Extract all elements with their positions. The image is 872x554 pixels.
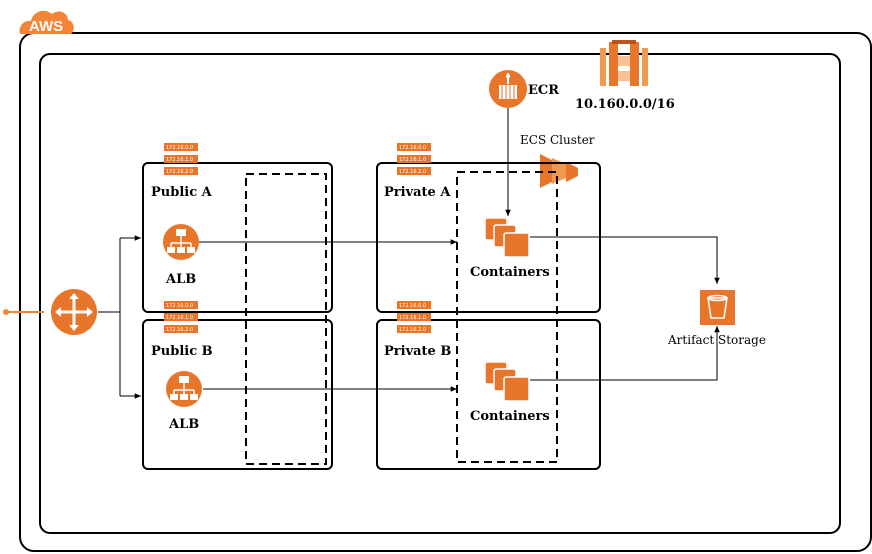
- connectors: [8, 108, 720, 399]
- alb-group-dashed: [245, 173, 327, 465]
- ecr-icon: [489, 70, 527, 108]
- aws-badge-label: AWS: [29, 18, 63, 35]
- svg-text:172.16.0.0: 172.16.0.0: [399, 145, 426, 151]
- aws-cloud-boundary: [19, 32, 872, 552]
- internet-endpoint-icon: [3, 309, 9, 315]
- alb-a-label: ALB: [165, 272, 196, 287]
- ecs-cluster-label: ECS Cluster: [520, 133, 595, 147]
- svg-text:172.16.0.0: 172.16.0.0: [399, 303, 426, 309]
- svg-text:172.16.1.0: 172.16.1.0: [166, 315, 193, 321]
- artifact-storage-label: Artifact Storage: [667, 333, 766, 347]
- containers-icon: [484, 217, 530, 258]
- svg-text:172.16.0.0: 172.16.0.0: [166, 303, 193, 309]
- containers-icon: [484, 361, 530, 402]
- s3-bucket-icon: [700, 290, 735, 325]
- alb-b-label: ALB: [168, 417, 199, 432]
- containers-a-label: Containers: [470, 265, 550, 280]
- svg-text:172.16.1.0: 172.16.1.0: [399, 315, 426, 321]
- ecs-cluster-icon: [540, 154, 578, 188]
- load-balancer-icon: [166, 371, 202, 407]
- private-b-label: Private B: [384, 344, 451, 359]
- private-a-label: Private A: [384, 185, 451, 200]
- subnet-private-b: [376, 319, 601, 470]
- svg-text:172.16.2.0: 172.16.2.0: [399, 169, 426, 175]
- route-table-icon: 172.16.0.0 172.16.1.0 172.16.2.0: [397, 143, 431, 175]
- svg-text:172.16.2.0: 172.16.2.0: [166, 327, 193, 333]
- route-table-icon: 172.16.0.0 172.16.1.0 172.16.2.0: [164, 143, 198, 175]
- subnet-public-a: [142, 162, 333, 313]
- subnet-public-b: [142, 319, 333, 470]
- public-a-label: Public A: [151, 185, 213, 200]
- svg-text:172.16.1.0: 172.16.1.0: [166, 157, 193, 163]
- vpc-boundary: [39, 53, 841, 534]
- router-icon: [51, 289, 97, 335]
- containers-b-label: Containers: [470, 409, 550, 424]
- route-table-icon: 172.16.0.0 172.16.1.0 172.16.2.0: [164, 301, 198, 333]
- route-table-icon: 172.16.0.0 172.16.1.0 172.16.2.0: [397, 301, 431, 333]
- svg-text:172.16.0.0: 172.16.0.0: [166, 145, 193, 151]
- vpc-cidr-label: 10.160.0.0/16: [575, 97, 675, 112]
- ecr-label: ECR: [528, 83, 559, 98]
- public-b-label: Public B: [151, 344, 213, 359]
- svg-text:172.16.1.0: 172.16.1.0: [399, 157, 426, 163]
- svg-text:172.16.2.0: 172.16.2.0: [399, 327, 426, 333]
- svg-text:172.16.2.0: 172.16.2.0: [166, 169, 193, 175]
- load-balancer-icon: [163, 224, 199, 260]
- vpc-icon: [600, 40, 648, 86]
- aws-logo-icon: AWS: [19, 10, 74, 35]
